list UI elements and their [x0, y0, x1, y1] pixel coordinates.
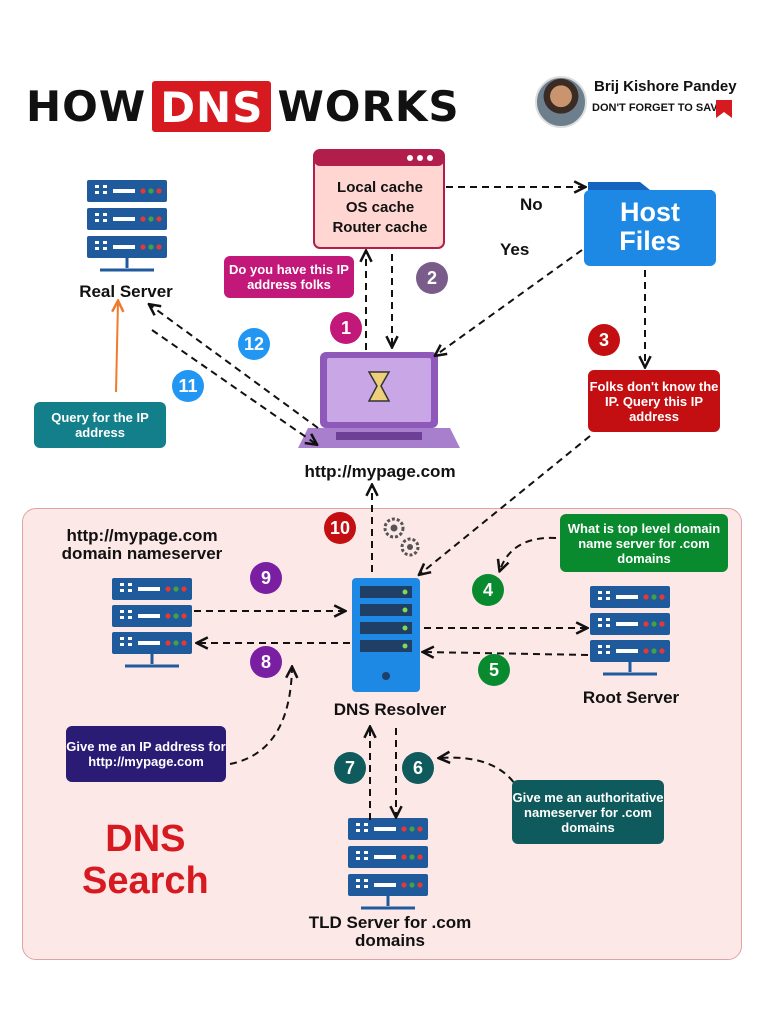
step-badge-3: 3 — [588, 324, 620, 356]
callout-ask-cache: Do you have this IP address folks — [224, 256, 354, 298]
domain-nameserver-line-1: http://mypage.com — [66, 526, 218, 545]
cache-label-local: Local cache — [337, 179, 423, 196]
cache-label-router: Router cache — [332, 219, 428, 236]
step-badge-2: 2 — [416, 262, 448, 294]
arrow-realserver-to-laptop — [151, 329, 316, 444]
arrow-folks-to-resolver — [420, 435, 591, 574]
dns-resolver-label: DNS Resolver — [333, 700, 447, 719]
step-badge-9: 9 — [250, 562, 282, 594]
host-files-label: Host Files — [588, 198, 712, 256]
callout-query-ip: Query for the IP address — [34, 402, 166, 448]
callout-give-ip: Give me an IP address for http://mypage.… — [66, 726, 226, 782]
host-files-line-2: Files — [619, 226, 681, 256]
author-name: Brij Kishore Pandey — [594, 78, 737, 95]
host-files-line-1: Host — [620, 197, 680, 227]
arrow-query-to-realserver — [116, 302, 118, 393]
callout-give-auth: Give me an authoritative nameserver for … — [512, 780, 664, 844]
arrow-callout-top-level — [500, 536, 557, 570]
arrow-callout-give-auth — [440, 758, 521, 793]
edge-label-no: No — [520, 195, 543, 214]
arrow-callout-give-ip — [229, 668, 292, 765]
tld-server-label: TLD Server for .com domains — [290, 914, 490, 950]
step-badge-8: 8 — [250, 646, 282, 678]
browser-url-label: http://mypage.com — [304, 462, 456, 481]
tld-server-icon — [348, 818, 428, 910]
arrow-host-to-laptop — [436, 249, 583, 355]
real-server-icon — [87, 180, 167, 272]
title-works: WORKS — [277, 81, 460, 131]
flow-arrows — [150, 187, 645, 820]
gears-icon — [383, 517, 420, 557]
arrow-root-to-resolver — [424, 652, 589, 655]
root-server-label: Root Server — [582, 688, 680, 707]
callout-folks-dont-know: Folks don't know the IP. Query this IP a… — [588, 370, 720, 432]
host-files-folder-icon — [584, 182, 716, 266]
bookmark-icon — [716, 100, 732, 118]
domain-nameserver-label: http://mypage.com domain nameserver — [42, 527, 242, 563]
step-badge-4: 4 — [472, 574, 504, 606]
step-badge-1: 1 — [330, 312, 362, 344]
title-how: HOW — [26, 81, 147, 131]
dns-resolver-icon — [352, 578, 420, 692]
callout-top-level: What is top level domain name server for… — [560, 514, 728, 572]
step-badge-10: 10 — [324, 512, 356, 544]
title-dns-highlight: DNS — [152, 80, 272, 132]
step-badge-7: 7 — [334, 752, 366, 784]
tld-server-line-2: domains — [355, 931, 425, 950]
dns-search-line-1: DNS — [105, 818, 186, 860]
step-badge-5: 5 — [478, 654, 510, 686]
step-badge-12: 12 — [238, 328, 270, 360]
cache-label-os: OS cache — [345, 199, 415, 216]
real-server-label: Real Server — [79, 282, 173, 301]
root-server-icon — [590, 586, 670, 676]
tld-server-line-1: TLD Server for .com — [308, 913, 472, 932]
cache-labels: Local cache OS cache Router cache — [318, 178, 442, 238]
domain-nameserver-icon — [112, 578, 192, 668]
page-title: HOW DNS WORKS — [26, 78, 460, 134]
step-badge-6: 6 — [402, 752, 434, 784]
step-badge-11: 11 — [172, 370, 204, 402]
edge-label-yes: Yes — [500, 240, 530, 259]
dns-search-title: DNS Search — [82, 818, 209, 902]
author-avatar — [535, 76, 587, 128]
laptop-icon — [298, 352, 460, 448]
domain-nameserver-line-2: domain nameserver — [61, 544, 223, 563]
cache-window-icon — [313, 149, 445, 249]
dns-search-line-2: Search — [82, 860, 209, 902]
arrow-laptop-to-realserver — [150, 305, 319, 429]
author-tagline: DON'T FORGET TO SAVE — [592, 102, 725, 114]
